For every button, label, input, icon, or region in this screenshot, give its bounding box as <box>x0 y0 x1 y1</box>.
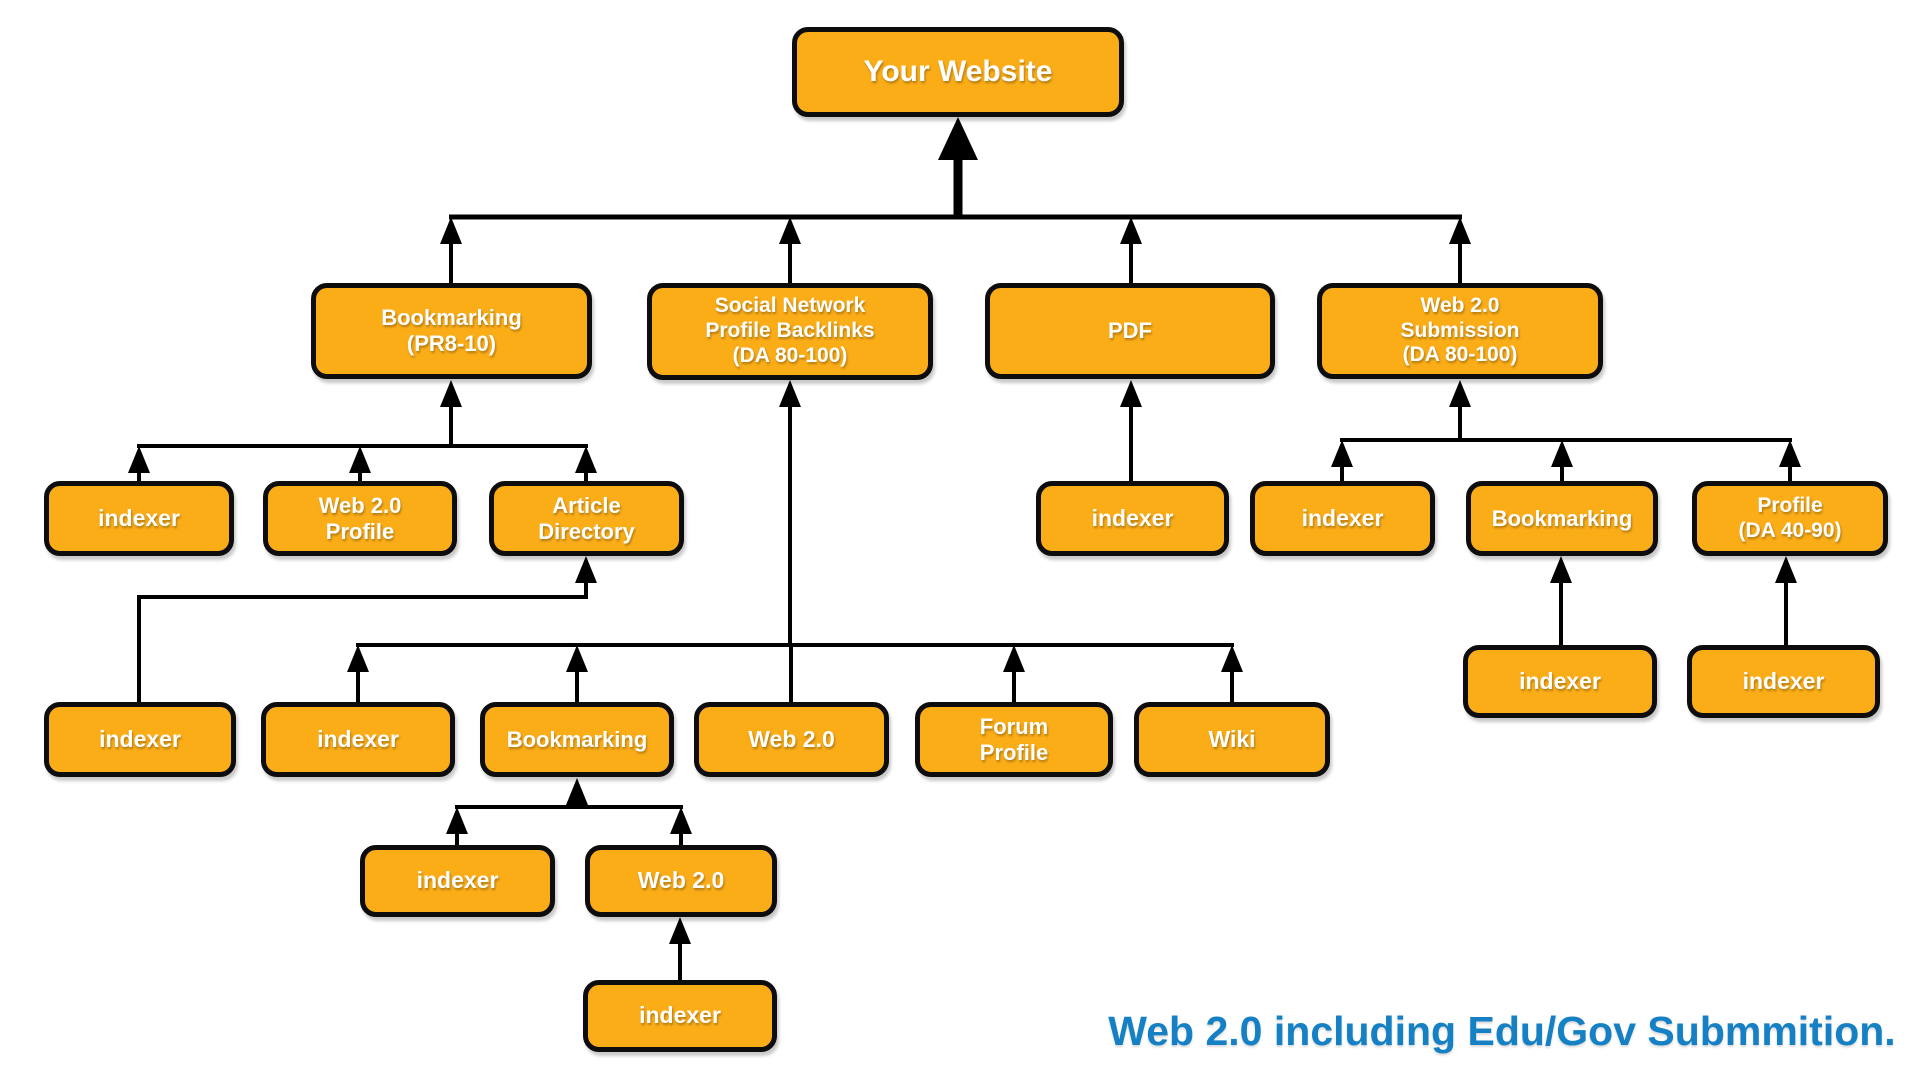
node-indexer-3: indexer <box>44 702 236 777</box>
node-web20-lower: Web 2.0 <box>585 845 777 917</box>
edge-group-bookmarking-r <box>1550 556 1572 646</box>
arrowhead-up <box>1003 645 1025 672</box>
edge-group-article-directory <box>137 556 597 703</box>
arrowhead-up <box>349 446 371 473</box>
node-wiki: Wiki <box>1134 702 1330 777</box>
arrowhead-up <box>938 117 978 160</box>
node-label: indexer <box>99 725 181 752</box>
node-profile-da40-90: Profile (DA 40-90) <box>1692 481 1888 556</box>
node-indexer-5: indexer <box>1463 645 1657 718</box>
node-label: Article Directory <box>538 492 635 544</box>
arrowhead-up <box>347 645 369 672</box>
node-web20-middle: Web 2.0 <box>694 702 889 777</box>
arrowhead-up <box>1775 556 1797 583</box>
node-indexer-pdf: indexer <box>1036 481 1229 556</box>
node-indexer-4: indexer <box>261 702 455 777</box>
node-label: indexer <box>1519 667 1601 694</box>
node-social-network-profile-backlinks: Social Network Profile Backlinks (DA 80-… <box>647 283 933 380</box>
node-label: Bookmarking <box>1491 505 1633 531</box>
arrowhead-up <box>446 807 468 834</box>
arrowhead-up <box>1120 380 1142 407</box>
node-indexer-7: indexer <box>360 845 555 917</box>
node-label: indexer <box>98 504 180 531</box>
node-label: indexer <box>639 1002 721 1029</box>
arrowhead-up <box>575 556 597 583</box>
arrowhead-up <box>440 380 462 407</box>
edge-group-bookmarking-pr <box>128 380 597 482</box>
node-label: Bookmarking (PR8-10) <box>381 305 522 356</box>
node-indexer-6: indexer <box>1687 645 1880 718</box>
arrowhead-up <box>566 645 588 672</box>
node-indexer-8: indexer <box>583 980 777 1052</box>
arrowhead-up <box>1449 217 1471 244</box>
edge-group-social-network <box>347 380 1243 703</box>
node-label: indexer <box>1091 504 1174 531</box>
arrowhead-up <box>779 217 801 244</box>
node-web20-profile: Web 2.0 Profile <box>263 481 457 556</box>
edge-group-web20-l5 <box>669 917 691 981</box>
arrowhead-up <box>1120 217 1142 244</box>
node-bookmarking-pr8-10: Bookmarking (PR8-10) <box>311 283 592 379</box>
arrowhead-up <box>1331 440 1353 467</box>
node-label: Forum Profile <box>979 713 1049 765</box>
node-label: Profile (DA 40-90) <box>1738 493 1842 542</box>
node-bookmarking-right: Bookmarking <box>1466 481 1658 556</box>
edge-group-root <box>440 117 1471 284</box>
node-label: Web 2.0 <box>748 725 835 752</box>
node-indexer-2: indexer <box>1250 481 1435 556</box>
edge-group-profile-da <box>1775 556 1797 646</box>
arrowhead-up <box>779 380 801 407</box>
node-label: indexer <box>317 725 399 752</box>
node-label: indexer <box>1301 504 1384 531</box>
caption-text: Web 2.0 including Edu/Gov Submmition. <box>1108 1008 1896 1054</box>
node-label: indexer <box>1742 667 1825 694</box>
node-web20-submission: Web 2.0 Submission (DA 80-100) <box>1317 283 1603 379</box>
node-forum-profile: Forum Profile <box>915 702 1113 777</box>
edge-group-web20-submission <box>1331 380 1801 482</box>
node-label: Your Website <box>863 55 1053 89</box>
node-label: PDF <box>1108 318 1152 344</box>
edge-group-bookmarking-m <box>446 778 692 846</box>
arrowhead-up <box>128 446 150 473</box>
node-indexer-1: indexer <box>44 481 234 556</box>
node-label: Social Network Profile Backlinks (DA 80-… <box>705 294 875 367</box>
node-article-directory: Article Directory <box>489 481 684 556</box>
node-label: Web 2.0 Submission (DA 80-100) <box>1400 293 1520 367</box>
arrowhead-up <box>575 446 597 473</box>
arrowhead-up <box>566 778 588 805</box>
arrowhead-up <box>1551 440 1573 467</box>
arrowhead-up <box>1550 556 1572 583</box>
arrowhead-up <box>1779 440 1801 467</box>
node-label: indexer <box>416 867 499 894</box>
arrowhead-up <box>669 917 691 944</box>
arrowhead-up <box>670 807 692 834</box>
node-your-website: Your Website <box>792 27 1124 117</box>
node-label: Web 2.0 Profile <box>318 492 402 544</box>
arrowhead-up <box>1221 645 1243 672</box>
node-label: Bookmarking <box>506 726 648 752</box>
node-bookmarking-middle: Bookmarking <box>480 702 674 777</box>
arrowhead-up <box>440 217 462 244</box>
node-pdf: PDF <box>985 283 1275 379</box>
node-label: Wiki <box>1208 725 1256 752</box>
edge-group-pdf <box>1120 380 1142 482</box>
node-label: Web 2.0 <box>637 867 725 894</box>
arrowhead-up <box>1449 380 1471 407</box>
